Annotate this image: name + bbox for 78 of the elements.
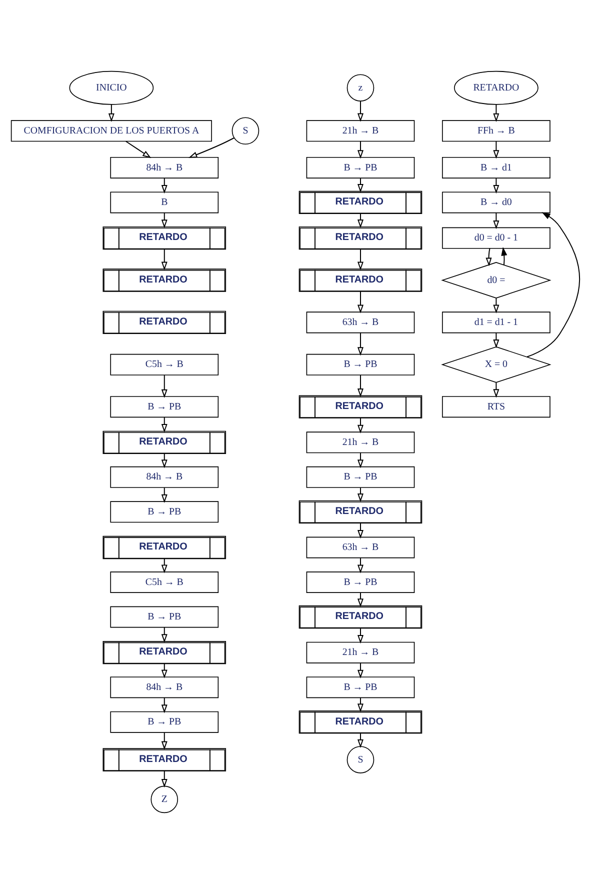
- arrow: [357, 100, 364, 122]
- node-box: B → PB: [306, 156, 415, 178]
- node-box: 84h → B: [110, 156, 219, 178]
- arrow: [357, 592, 364, 608]
- arrow: [493, 298, 500, 314]
- node-box: RTS: [442, 396, 550, 418]
- arrow: [188, 137, 235, 158]
- node-box: B → d1: [442, 156, 550, 178]
- arrow: [486, 248, 492, 266]
- arrow: [357, 628, 364, 644]
- arrow: [357, 140, 364, 159]
- arrow: [161, 770, 168, 788]
- node-ellipse: INICIO: [69, 70, 154, 105]
- arrow: [493, 332, 500, 348]
- arrow: [161, 416, 168, 433]
- arrow: [493, 140, 500, 159]
- arrow: [357, 213, 364, 228]
- arrow: [357, 178, 364, 193]
- arrow: [161, 178, 168, 194]
- arrow: [357, 374, 364, 398]
- node-box: B → PB: [110, 501, 219, 523]
- arrow: [357, 248, 364, 270]
- node-box: B → PB: [306, 466, 415, 488]
- arrow: [108, 104, 114, 122]
- node-box: B → d0: [442, 192, 550, 214]
- arrow: [493, 178, 500, 194]
- node-box: C5h → B: [110, 354, 219, 376]
- arrow: [357, 522, 364, 539]
- arrow: [161, 626, 168, 643]
- arrow: [357, 418, 364, 434]
- node-circle: S: [232, 117, 260, 145]
- arrow: [161, 453, 168, 468]
- node-box: 21h → B: [306, 432, 415, 454]
- arrow: [161, 663, 168, 678]
- node-box: C5h → B: [110, 572, 219, 593]
- arrow: [501, 246, 508, 266]
- arrow: [357, 733, 364, 748]
- arrow: [357, 697, 364, 712]
- arrow: [357, 452, 364, 468]
- node-box: B → PB: [306, 354, 415, 376]
- arrow: [161, 374, 168, 398]
- arrow: [161, 487, 168, 504]
- node-box: B → PB: [110, 711, 219, 733]
- arrow: [161, 248, 168, 270]
- node-box: B: [110, 192, 219, 214]
- node-box: 63h → B: [306, 312, 415, 334]
- arrow: [493, 382, 500, 398]
- arrow: [357, 558, 364, 574]
- arrow: [493, 212, 500, 230]
- arrow: [357, 662, 364, 678]
- node-diamond: X = 0: [441, 346, 552, 383]
- node-box: 84h → B: [110, 466, 219, 488]
- arrow: [357, 487, 364, 502]
- arrow: [493, 104, 500, 122]
- node-box: FFh → B: [442, 120, 550, 142]
- node-box: B → PB: [110, 606, 219, 628]
- node-box: B → PB: [306, 572, 415, 593]
- node-box: 21h → B: [306, 120, 415, 142]
- node-box: B → PB: [110, 396, 219, 418]
- node-box: COMFIGURACION DE LOS PUERTOS A: [10, 120, 212, 142]
- arrow: [526, 212, 580, 358]
- arrow: [357, 332, 364, 356]
- node-box: d0 = d0 - 1: [442, 227, 550, 249]
- node-box: d1 = d1 - 1: [442, 312, 550, 334]
- arrow: [357, 291, 364, 314]
- node-box: 84h → B: [110, 676, 219, 698]
- node-box: 63h → B: [306, 536, 415, 558]
- node-box: B → PB: [306, 676, 415, 698]
- node-circle: z: [346, 74, 374, 102]
- node-circle: S: [346, 746, 374, 774]
- arrow: [125, 140, 152, 158]
- node-diamond: d0 =: [441, 262, 552, 298]
- node-box: 21h → B: [306, 642, 415, 664]
- arrow: [161, 212, 168, 228]
- arrow: [161, 732, 168, 750]
- node-circle: Z: [150, 786, 178, 814]
- node-ellipse: RETARDO: [454, 70, 538, 105]
- arrow: [161, 697, 168, 714]
